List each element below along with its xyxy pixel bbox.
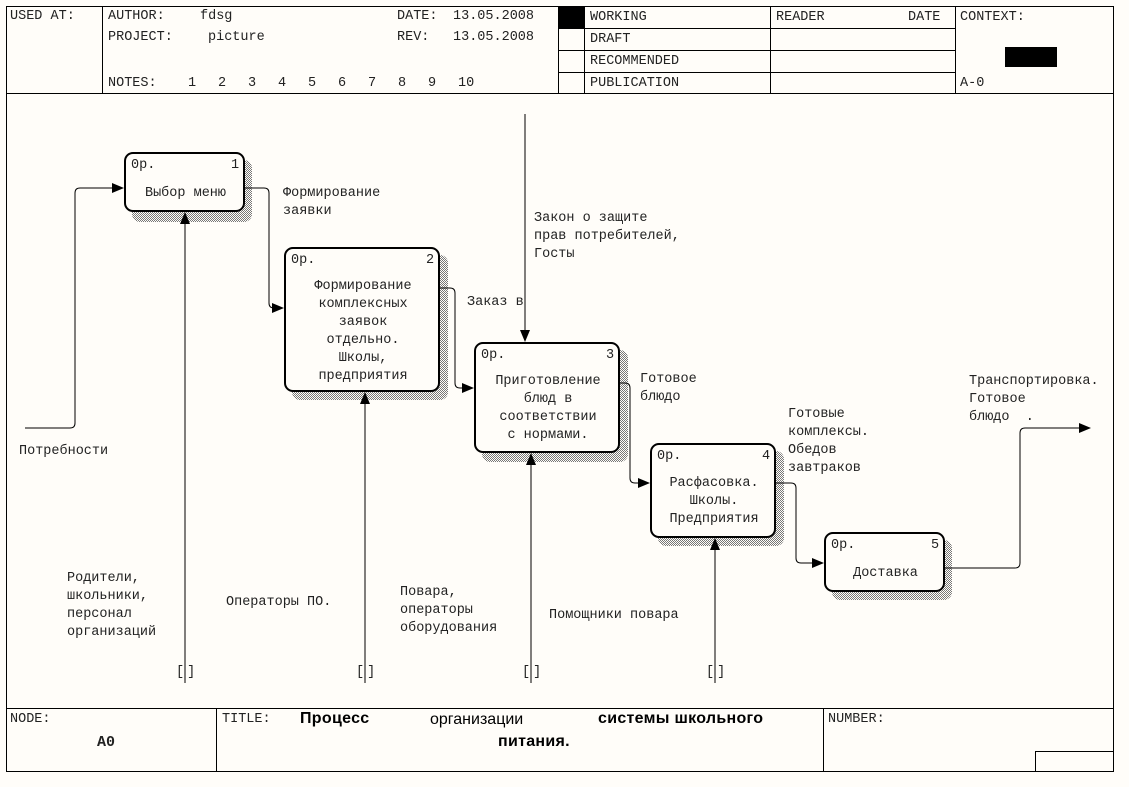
footer-frame	[6, 708, 1114, 772]
label-ready-dish: Готовое блюдо	[640, 372, 697, 405]
context-thumbnail[interactable]	[1005, 47, 1057, 67]
box-2-cost: 0р.	[291, 253, 316, 268]
note-4[interactable]: 4	[278, 76, 287, 91]
status-publication[interactable]: PUBLICATION	[590, 76, 680, 91]
node-label: NODE:	[10, 712, 51, 727]
activity-box-3[interactable]	[474, 342, 620, 453]
activity-box-4[interactable]	[650, 443, 776, 538]
box-1-number: 1	[231, 158, 240, 173]
label-mech-parents: Родители, школьники, персонал организаци…	[67, 571, 157, 640]
title-part-2: организации	[430, 711, 524, 728]
box-4-cost: 0р.	[657, 449, 682, 464]
box-2-number: 2	[426, 253, 435, 268]
label-request-forming: Формирование заявки	[283, 186, 381, 219]
activity-box-2[interactable]	[284, 247, 440, 392]
activity-box-1[interactable]	[124, 152, 245, 212]
header-divider	[955, 6, 956, 94]
header-divider	[558, 28, 955, 29]
project-label: PROJECT:	[108, 30, 173, 45]
box-3-number: 3	[606, 348, 615, 363]
footer-divider	[823, 708, 824, 772]
note-9[interactable]: 9	[428, 76, 437, 91]
working-status-marker[interactable]	[559, 7, 584, 28]
box-5-number: 5	[931, 538, 940, 553]
arrow-order[interactable]	[440, 287, 474, 393]
label-mech-cooks: Повара, операторы оборудования	[400, 585, 498, 636]
box-5-label: Доставка	[853, 566, 918, 581]
header-frame	[6, 6, 1114, 94]
project-value: picture	[208, 30, 265, 45]
note-2[interactable]: 2	[218, 76, 227, 91]
box-4-number: 4	[762, 449, 771, 464]
rev-label: REV:	[397, 30, 430, 45]
node-value: A0	[97, 734, 116, 751]
tunnel-icon: []	[176, 665, 199, 680]
header-divider	[558, 50, 955, 51]
title-part-3: системы школьного	[598, 710, 764, 727]
footer-divider	[216, 708, 217, 772]
note-8[interactable]: 8	[398, 76, 407, 91]
title-label: TITLE:	[222, 712, 271, 727]
used-at-label: USED AT:	[10, 9, 75, 24]
arrow-request-forming[interactable]	[245, 187, 284, 313]
header-divider	[558, 72, 955, 73]
note-7[interactable]: 7	[368, 76, 377, 91]
tunnel-icon: []	[706, 665, 729, 680]
status-draft[interactable]: DRAFT	[590, 32, 631, 47]
notes-label: NOTES:	[108, 76, 157, 91]
label-mech-operators: Операторы ПО.	[226, 595, 332, 610]
arrow-needs[interactable]	[25, 183, 124, 429]
label-output-transport: Транспортировка. Готовое блюдо .	[969, 374, 1099, 425]
context-node: A-0	[960, 76, 985, 91]
footer-number-box	[1035, 751, 1114, 772]
box-5-cost: 0р.	[831, 538, 856, 553]
tunnel-icon: []	[356, 665, 379, 680]
label-mech-helpers: Помощники повара	[549, 608, 679, 623]
label-law: Закон о защите прав потребителей, Госты	[534, 211, 680, 262]
arrow-output-transport[interactable]	[945, 423, 1091, 569]
header-divider	[102, 6, 103, 94]
author-value: fdsg	[200, 9, 233, 24]
box-1-cost: 0р.	[131, 158, 156, 173]
note-1[interactable]: 1	[188, 76, 197, 91]
label-needs: Потребности	[19, 444, 109, 459]
date-value: 13.05.2008	[453, 9, 535, 24]
context-label: CONTEXT:	[960, 10, 1025, 25]
arrow-ready-sets[interactable]	[776, 482, 824, 568]
box-1-label: Выбор меню	[144, 186, 226, 201]
arrow-ready-dish[interactable]	[620, 382, 650, 488]
label-order: Заказ в	[467, 295, 524, 310]
date-label: DATE:	[397, 9, 438, 24]
tunnel-icon: []	[522, 665, 545, 680]
status-recommended[interactable]: RECOMMENDED	[590, 54, 680, 69]
note-6[interactable]: 6	[338, 76, 347, 91]
title-part-1: Процесс	[300, 710, 370, 727]
number-label: NUMBER:	[828, 712, 885, 727]
activity-box-5[interactable]	[824, 532, 945, 592]
title-line-2: питания.	[498, 733, 570, 750]
box-3-cost: 0р.	[481, 348, 506, 363]
label-ready-sets: Готовые комплексы. Обедов завтраков	[788, 407, 870, 476]
status-working[interactable]: WORKING	[590, 10, 647, 25]
box-4-label: Расфасовка. Школы. Предприятия	[669, 476, 759, 527]
note-5[interactable]: 5	[308, 76, 317, 91]
note-3[interactable]: 3	[248, 76, 257, 91]
rev-value: 13.05.2008	[453, 30, 535, 45]
box-3-label: Приготовление блюд в соответствии с норм…	[495, 374, 601, 443]
box-2-label: Формирование комплексных заявок отдельно…	[314, 279, 412, 384]
author-label: AUTHOR:	[108, 9, 165, 24]
note-10[interactable]: 10	[458, 76, 475, 91]
reader-date-label: DATE	[908, 10, 941, 25]
reader-label: READER	[776, 10, 825, 25]
